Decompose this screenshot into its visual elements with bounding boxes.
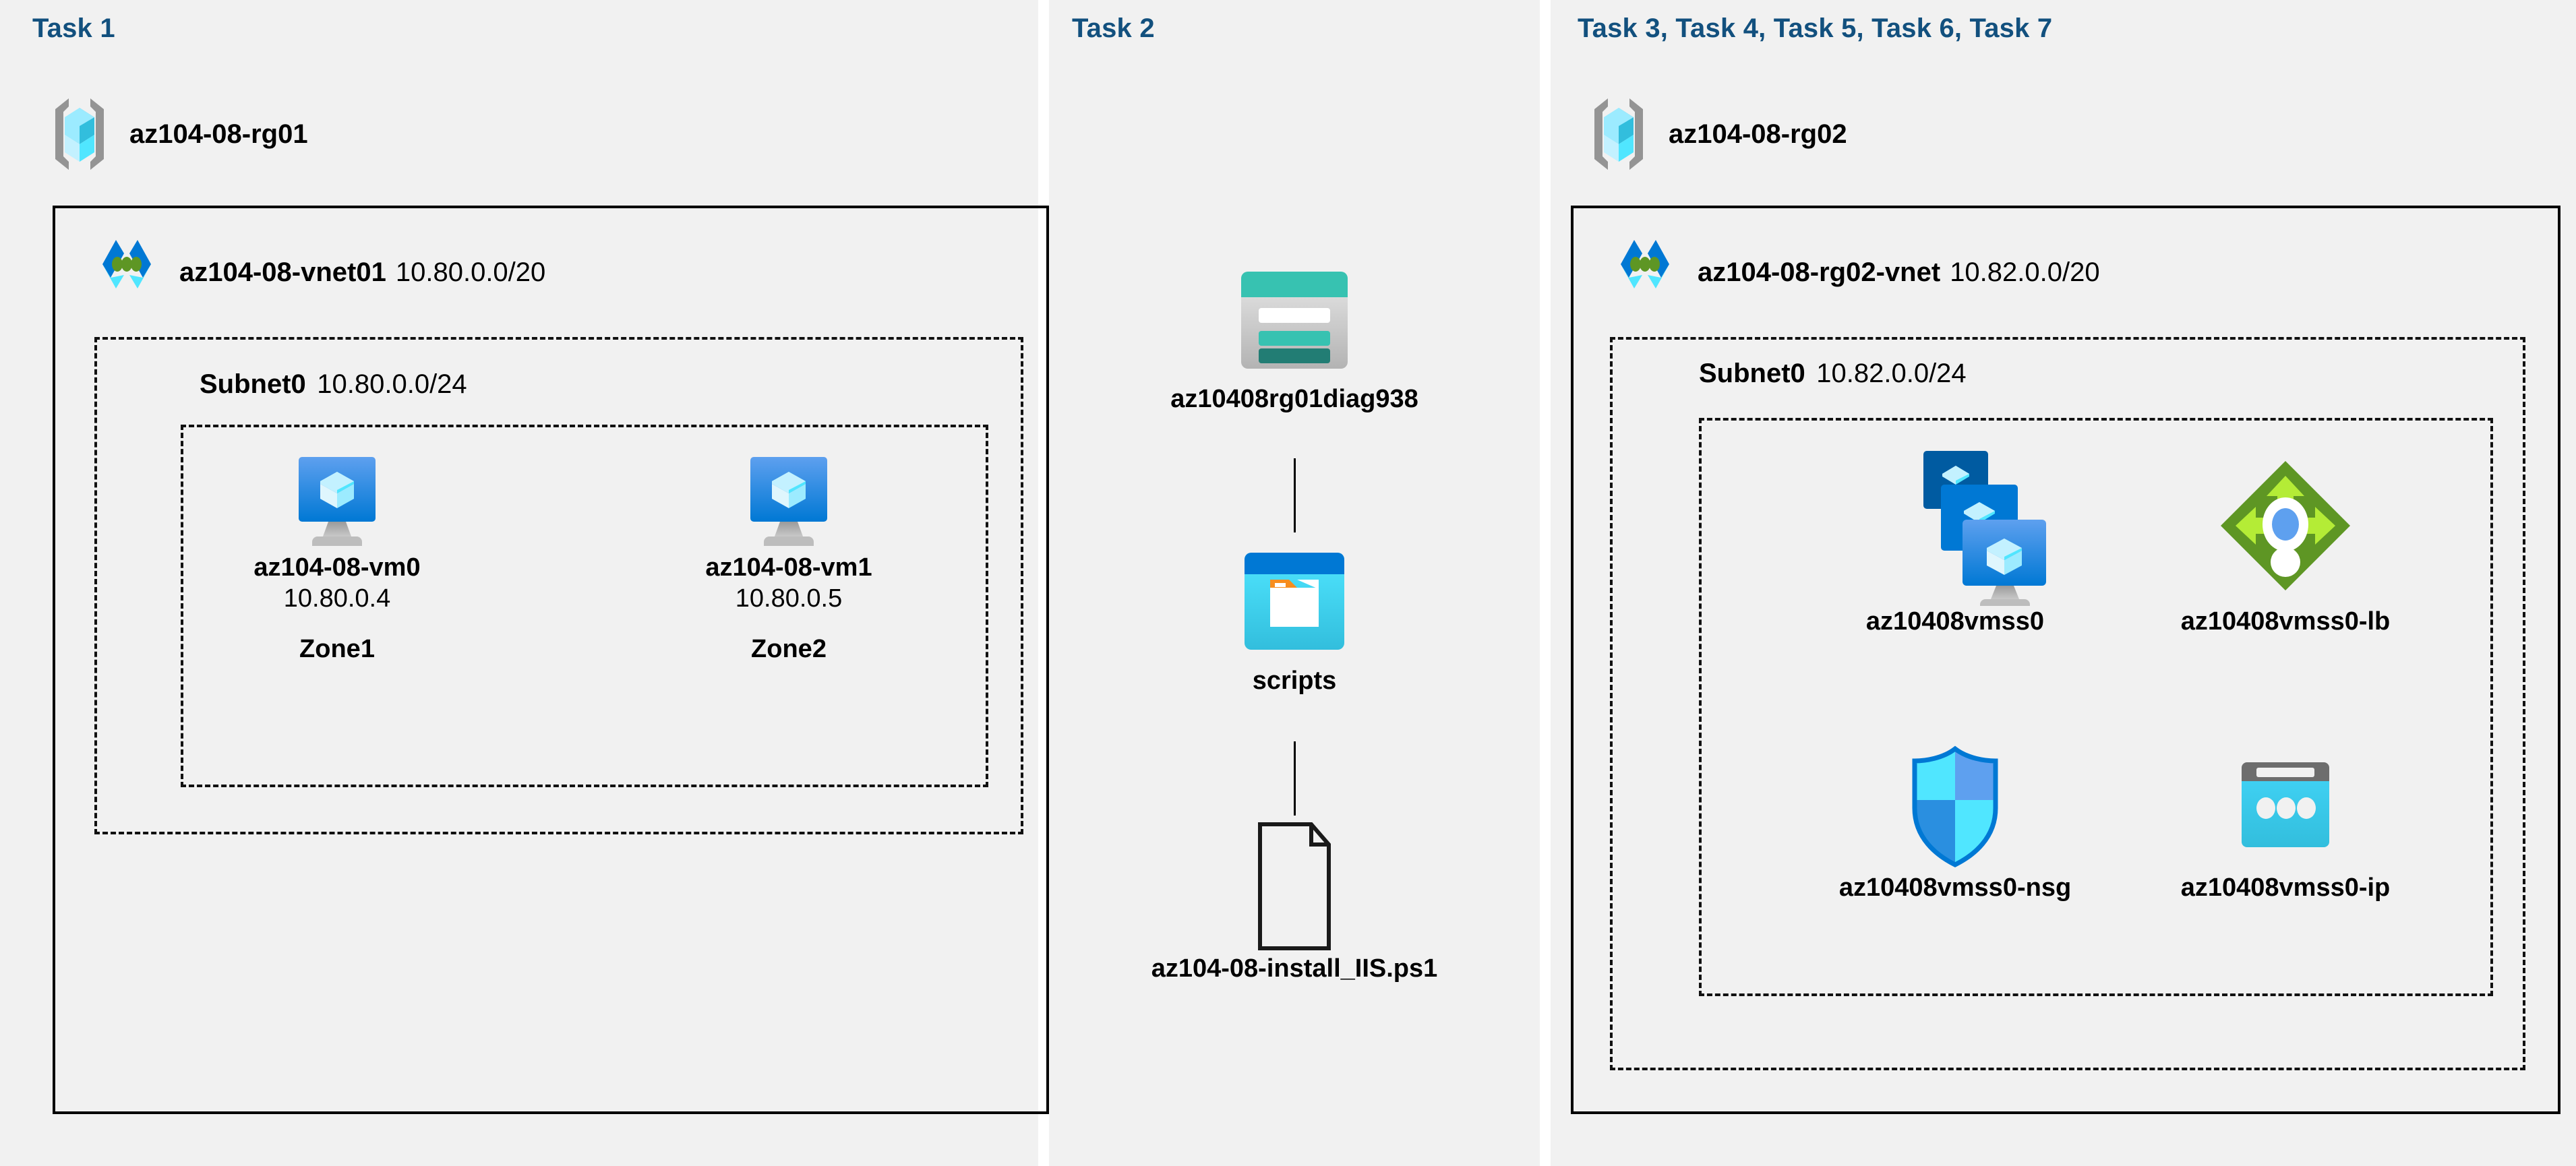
public-ip-address-icon [2097, 741, 2474, 873]
task3-vm-scale-set-name: az10408vmss0 [1865, 607, 2045, 636]
task2-storage-account-name: az10408rg01diag938 [1170, 385, 1418, 413]
virtual-machine-icon [674, 452, 903, 553]
task3-network-security-group[interactable]: az10408vmss0-nsg [1766, 741, 2144, 903]
task2-label: Task 2 [1072, 13, 1155, 43]
task2-script-file[interactable]: az104-08-install_IIS.ps1 [1065, 819, 1524, 984]
task1-vm-1-ip: 10.80.0.5 [735, 584, 843, 613]
task3-subnet-header: Subnet0 10.82.0.0/24 [1699, 359, 1967, 389]
task3-public-ip-name: az10408vmss0-ip [2180, 873, 2391, 902]
task3-vm-scale-set[interactable]: az10408vmss0 [1766, 445, 2144, 637]
task1-vnet-cidr: 10.80.0.0/20 [395, 257, 546, 287]
task3-public-ip[interactable]: az10408vmss0-ip [2097, 741, 2474, 903]
storage-account-icon [1065, 256, 1524, 384]
task2-blob-container-name: scripts [1252, 667, 1337, 695]
virtual-machine-icon [222, 452, 452, 553]
task1-vm-1[interactable]: az104-08-vm1 10.80.0.5 Zone2 [674, 452, 903, 664]
task3-subnet-name: Subnet0 [1699, 359, 1805, 388]
panel-task1 [0, 0, 1038, 1166]
task3-vnet-box [1571, 206, 2560, 1114]
resource-group-icon [1588, 94, 1650, 174]
task1-subnet-header: Subnet0 10.80.0.0/24 [200, 369, 467, 400]
resource-group-icon [49, 94, 111, 174]
task3-label: Task 3, Task 4, Task 5, Task 6, Task 7 [1578, 13, 2053, 43]
task1-vm-1-name: az104-08-vm1 [705, 553, 872, 582]
vm-scale-set-icon [1766, 445, 2144, 607]
task1-label: Task 1 [32, 13, 115, 43]
task2-blob-container[interactable]: scripts [1065, 546, 1524, 696]
task3-network-security-group-name: az10408vmss0-nsg [1838, 873, 2072, 902]
load-balancer-icon [2097, 445, 2474, 607]
task3-vnet-header: az104-08-rg02-vnet 10.82.0.0/20 [1611, 237, 2100, 307]
task2-script-file-name: az104-08-install_IIS.ps1 [1151, 954, 1438, 983]
task3-resource-group-name: az104-08-rg02 [1669, 119, 1847, 149]
task1-vm-0-zone: Zone1 [299, 635, 375, 664]
task1-subnet-name: Subnet0 [200, 369, 306, 399]
task1-zone-box [181, 425, 988, 787]
task3-resource-group-header: az104-08-rg02 [1588, 94, 1847, 174]
file-icon [1065, 819, 1524, 954]
task3-vnet-cidr: 10.82.0.0/20 [1950, 257, 2100, 287]
task1-resource-group-name: az104-08-rg01 [129, 119, 308, 149]
virtual-network-icon [93, 237, 160, 307]
virtual-network-icon [1611, 237, 1679, 307]
task1-vm-1-zone: Zone2 [751, 635, 827, 664]
connector-storage-to-container [1294, 458, 1296, 532]
task1-vm-0-name: az104-08-vm0 [253, 553, 421, 582]
task3-subnet-cidr: 10.82.0.0/24 [1816, 359, 1967, 388]
task1-vnet-name: az104-08-vnet01 [179, 257, 386, 287]
network-security-group-icon [1766, 741, 2144, 873]
task1-resource-group-header: az104-08-rg01 [49, 94, 308, 174]
task3-subnet-box [1610, 337, 2525, 1070]
connector-container-to-file [1294, 741, 1296, 816]
task2-storage-account[interactable]: az10408rg01diag938 [1065, 256, 1524, 415]
task3-inner-box [1699, 418, 2493, 996]
task1-subnet-cidr: 10.80.0.0/24 [317, 369, 467, 399]
task1-vm-0[interactable]: az104-08-vm0 10.80.0.4 Zone1 [222, 452, 452, 664]
task3-vnet-name: az104-08-rg02-vnet [1698, 257, 1941, 287]
task1-vm-0-ip: 10.80.0.4 [283, 584, 391, 613]
task3-load-balancer[interactable]: az10408vmss0-lb [2097, 445, 2474, 637]
blob-container-icon [1065, 546, 1524, 666]
task1-subnet-box [94, 337, 1023, 834]
task3-load-balancer-name: az10408vmss0-lb [2180, 607, 2391, 636]
task1-vnet-header: az104-08-vnet01 10.80.0.0/20 [93, 237, 545, 307]
panel-task3 [1551, 0, 2576, 1166]
task1-vnet-box [53, 206, 1049, 1114]
